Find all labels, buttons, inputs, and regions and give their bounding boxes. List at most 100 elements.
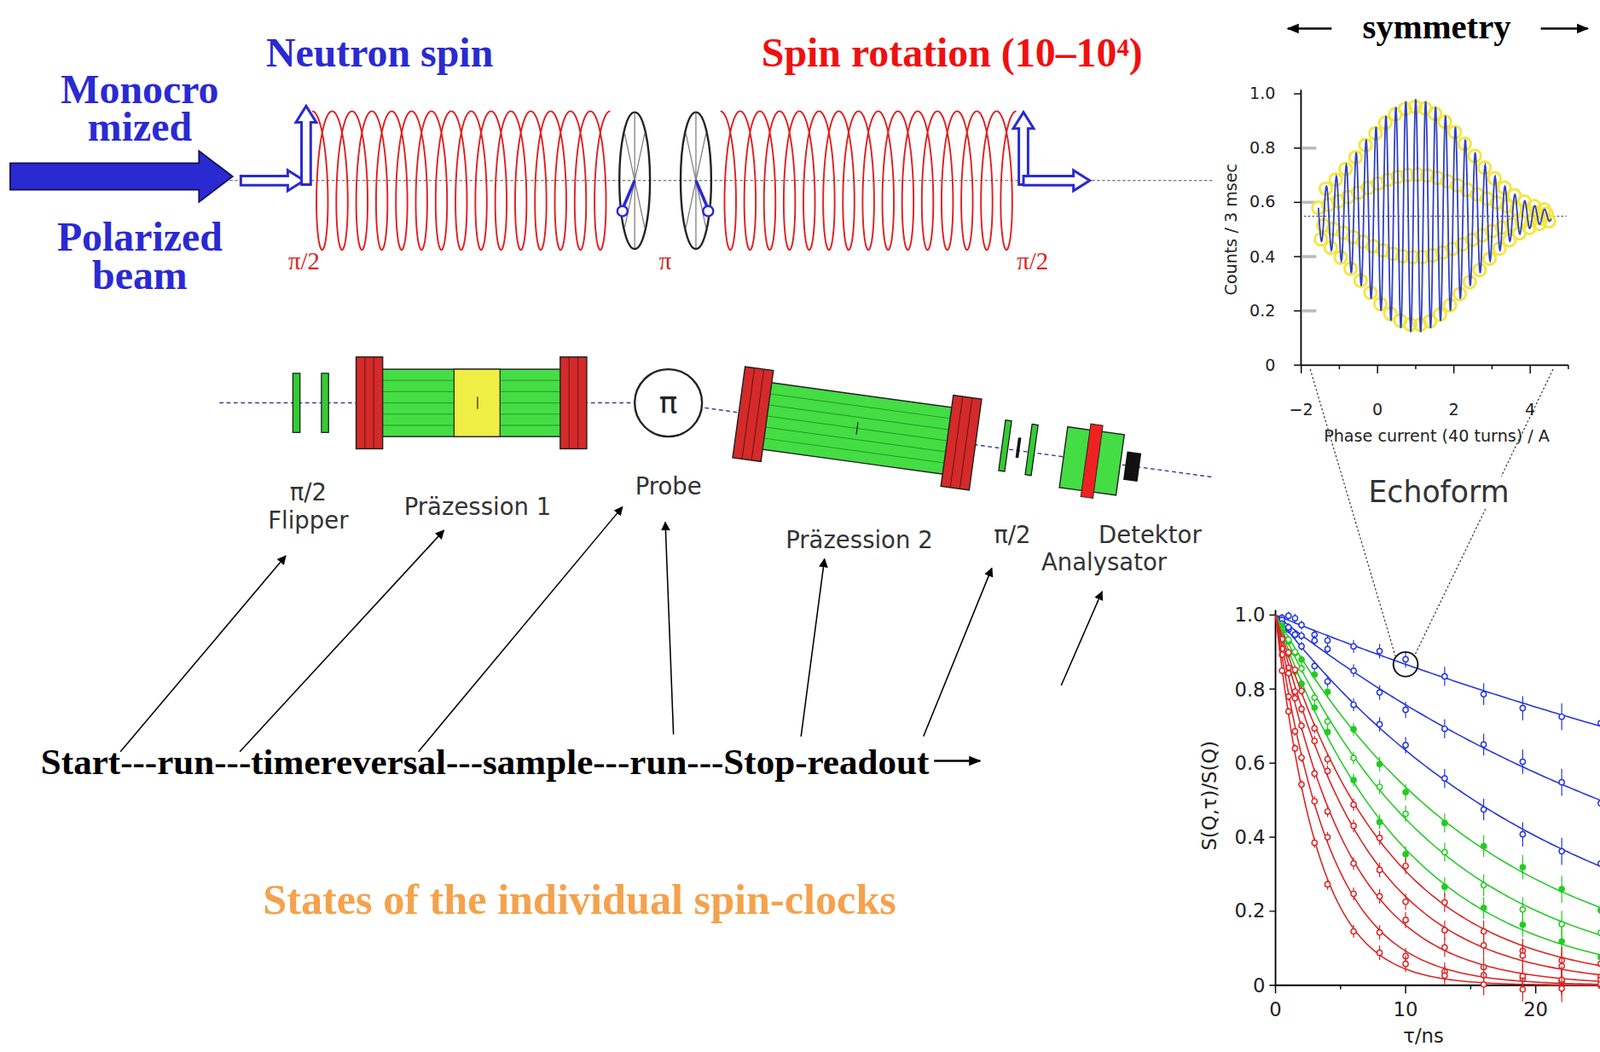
- fit-curve: [1275, 614, 1600, 982]
- data-marker: [1519, 953, 1525, 959]
- tick-mark: [1269, 614, 1276, 616]
- data-marker: [1402, 656, 1409, 662]
- grid-tick: [1302, 255, 1317, 259]
- tick-mark: [1269, 985, 1276, 986]
- data-marker: [1324, 730, 1330, 736]
- data-marker: [1324, 881, 1330, 887]
- data-marker: [1350, 726, 1357, 732]
- data-marker: [1376, 784, 1382, 790]
- tick-mark: [1453, 365, 1455, 374]
- data-marker: [1402, 789, 1409, 795]
- data-marker: [1376, 722, 1382, 728]
- data-marker: [1376, 649, 1382, 655]
- data-marker: [1324, 678, 1330, 685]
- spin-arrow: [295, 105, 317, 185]
- beam-label: Monocro mized: [22, 70, 257, 147]
- axis-title: S(Q,τ)/S(Q): [1198, 741, 1220, 852]
- tick-mark: [1293, 255, 1301, 257]
- tick-mark: [1293, 147, 1301, 149]
- data-marker: [1376, 835, 1382, 841]
- tick-mark: [1269, 910, 1276, 912]
- data-marker: [1350, 668, 1357, 674]
- data-marker: [1298, 657, 1305, 663]
- axis-title: τ/ns: [1402, 1026, 1444, 1048]
- axis-tick: 0: [1252, 974, 1265, 997]
- axis-tick: 2: [1449, 400, 1460, 419]
- data-marker: [1286, 613, 1292, 619]
- data-marker: [1598, 981, 1600, 987]
- tick-mark: [1414, 365, 1416, 370]
- data-marker: [1519, 759, 1525, 765]
- heading-label: Spin rotation (10–10⁴): [761, 30, 1143, 76]
- component-label: Präzession 2: [785, 527, 934, 555]
- data-marker: [1298, 755, 1305, 761]
- grid-tick: [1302, 146, 1317, 151]
- zoom-line: [1310, 369, 1396, 657]
- data-marker: [1480, 843, 1486, 849]
- data-marker: [1519, 864, 1525, 870]
- spin-vector-tip: [617, 206, 628, 217]
- zoom-line: [1414, 369, 1554, 656]
- data-marker: [1311, 637, 1317, 644]
- data-marker: [1442, 726, 1448, 732]
- heading-label: symmetry: [1362, 7, 1512, 47]
- tick-mark: [1404, 985, 1406, 995]
- solenoid-winding: [749, 436, 958, 465]
- spin-vector: [622, 180, 635, 210]
- data-marker: [1324, 646, 1330, 652]
- data-marker: [1311, 771, 1317, 777]
- data-marker: [1480, 807, 1486, 813]
- data-marker: [1324, 768, 1330, 774]
- axis-tick: 0.6: [1249, 193, 1276, 212]
- data-marker: [1402, 852, 1409, 858]
- data-marker: [1598, 930, 1600, 936]
- spin-arrow: [240, 170, 304, 192]
- coil-edge: [959, 398, 973, 490]
- precession-solenoid: [356, 357, 587, 450]
- correction-coil: [940, 395, 982, 491]
- data-marker: [1350, 755, 1357, 761]
- solenoid-body: [369, 369, 574, 437]
- tick-mark: [1293, 202, 1301, 203]
- data-marker: [1376, 867, 1382, 873]
- data-marker: [1286, 708, 1292, 714]
- axis-line: [1300, 364, 1568, 366]
- tick-mark: [1470, 985, 1472, 991]
- axis-tick: 0: [1269, 999, 1282, 1021]
- solenoid-winding: [755, 392, 964, 421]
- tick-mark: [1339, 985, 1341, 991]
- spin-arrow: [1023, 170, 1090, 192]
- data-marker: [1519, 907, 1525, 913]
- analyser-detector: [1058, 421, 1145, 505]
- decay-plot: [1269, 609, 1600, 1003]
- heading-label: Neutron spin: [266, 34, 493, 72]
- data-marker: [1350, 702, 1357, 708]
- data-marker: [1402, 917, 1409, 923]
- aperture: [1015, 437, 1022, 458]
- fit-curve: [1275, 614, 1600, 913]
- pi-flipper-disc: [680, 112, 714, 250]
- data-marker: [1292, 649, 1298, 656]
- symmetry-arrow: [1287, 27, 1332, 29]
- data-marker: [1559, 985, 1565, 992]
- data-marker: [1311, 840, 1317, 847]
- data-marker: [1376, 819, 1382, 825]
- data-marker: [1292, 729, 1298, 735]
- flip-angle: π: [659, 247, 673, 275]
- axis-tick: 0.8: [1234, 678, 1265, 701]
- precession-solenoid: [732, 366, 982, 491]
- analyser-stripe: [1080, 423, 1103, 499]
- data-marker: [1402, 899, 1409, 905]
- data-marker: [1402, 863, 1409, 870]
- axis-tick: 4: [1524, 400, 1536, 419]
- leader-arrow: [418, 507, 623, 753]
- data-marker: [1442, 927, 1448, 934]
- axis-title: Phase current (40 turns) / A: [1323, 428, 1550, 447]
- plot-caption: Echoform: [1364, 476, 1514, 510]
- axis-tick: 0.4: [1249, 247, 1276, 266]
- flip-angle: π/2: [1016, 247, 1049, 275]
- fit-curve: [1275, 614, 1600, 958]
- axis-tick: 1.0: [1234, 604, 1265, 627]
- spin-arrow: [1013, 112, 1034, 186]
- data-marker: [1286, 625, 1292, 631]
